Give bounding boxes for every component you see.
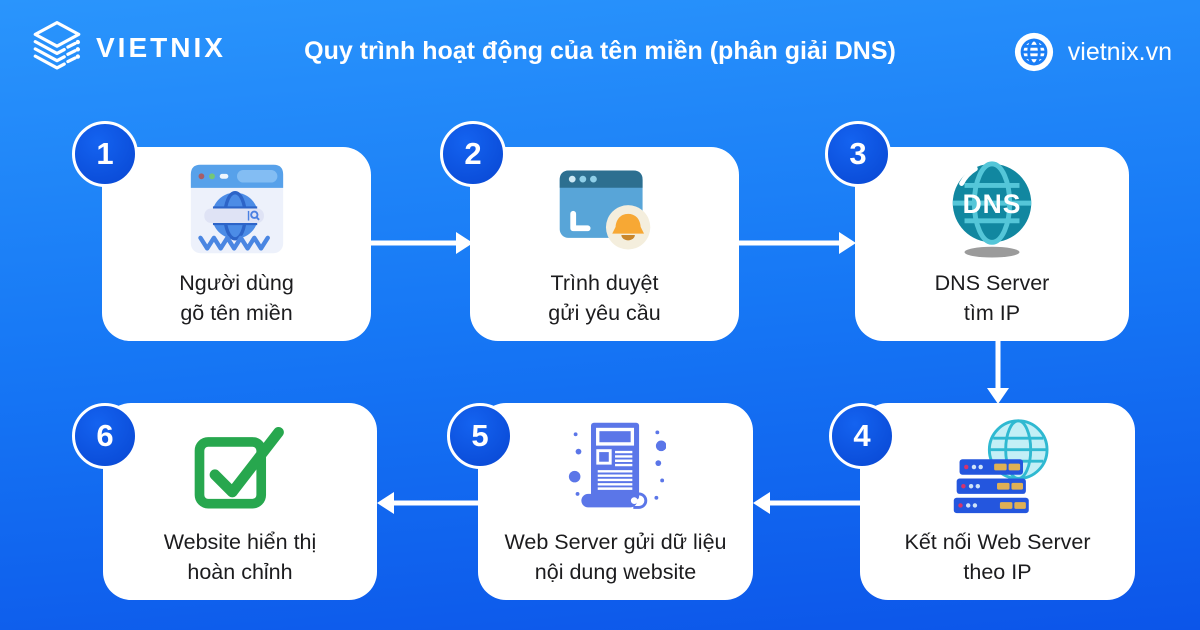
vietnix-stack-logo-icon [33, 21, 81, 70]
svg-text:DNS: DNS [963, 189, 1022, 219]
brand-name: VIETNIX [96, 32, 226, 63]
web-server-rack-icon [953, 419, 1048, 514]
webpage-document-icon [568, 422, 666, 509]
step-card-1: 1 Ngườ [72, 121, 371, 341]
browser-www-icon [190, 165, 283, 254]
step-label: Trình duyệt gửi yêu cầu [548, 270, 661, 326]
step-card-4: 4 [829, 403, 1135, 600]
step-label: DNS Server tìm IP [934, 270, 1050, 326]
website-badge: vietnix.vn [1013, 31, 1172, 73]
step-label: Web Server gửi dữ liệu nội dung website [504, 529, 727, 585]
step-number-badge: 1 [72, 121, 138, 187]
arrow-step1-to-step2 [369, 232, 473, 254]
step-card-6: 6 Website hiển thị hoàn chỉnh [72, 403, 377, 600]
step-number-badge: 3 [825, 121, 891, 187]
green-checkmark-icon [194, 426, 284, 509]
step-number-badge: 2 [440, 121, 506, 187]
dns-globe-icon: DNS [952, 161, 1032, 259]
step-card-2: 2 Trình duyệt gửi yêu cầu [440, 121, 739, 341]
step-card-5: 5 [447, 403, 753, 600]
step-number-badge: 5 [447, 403, 513, 469]
step-card-3: 3 DNS DNS Server tìm IP [825, 121, 1129, 341]
step-number-badge: 4 [829, 403, 895, 469]
step-label: Kết nối Web Server theo IP [904, 529, 1091, 585]
browser-request-bell-icon [559, 170, 650, 250]
arrow-step4-to-step5 [753, 492, 863, 514]
vietnix-logo: VIETNIX [28, 18, 226, 78]
step-label: Người dùng gõ tên miền [179, 270, 294, 326]
arrow-step2-to-step3 [737, 232, 856, 254]
step-label: Website hiển thị hoàn chỉnh [163, 529, 317, 585]
website-url: vietnix.vn [1067, 37, 1172, 66]
step-number-badge: 6 [72, 403, 138, 469]
page-title: Quy trình hoạt động của tên miền (phân g… [304, 37, 896, 65]
globe-icon [1014, 32, 1053, 72]
arrow-step3-to-step4 [987, 339, 1009, 404]
arrow-step5-to-step6 [377, 492, 481, 514]
